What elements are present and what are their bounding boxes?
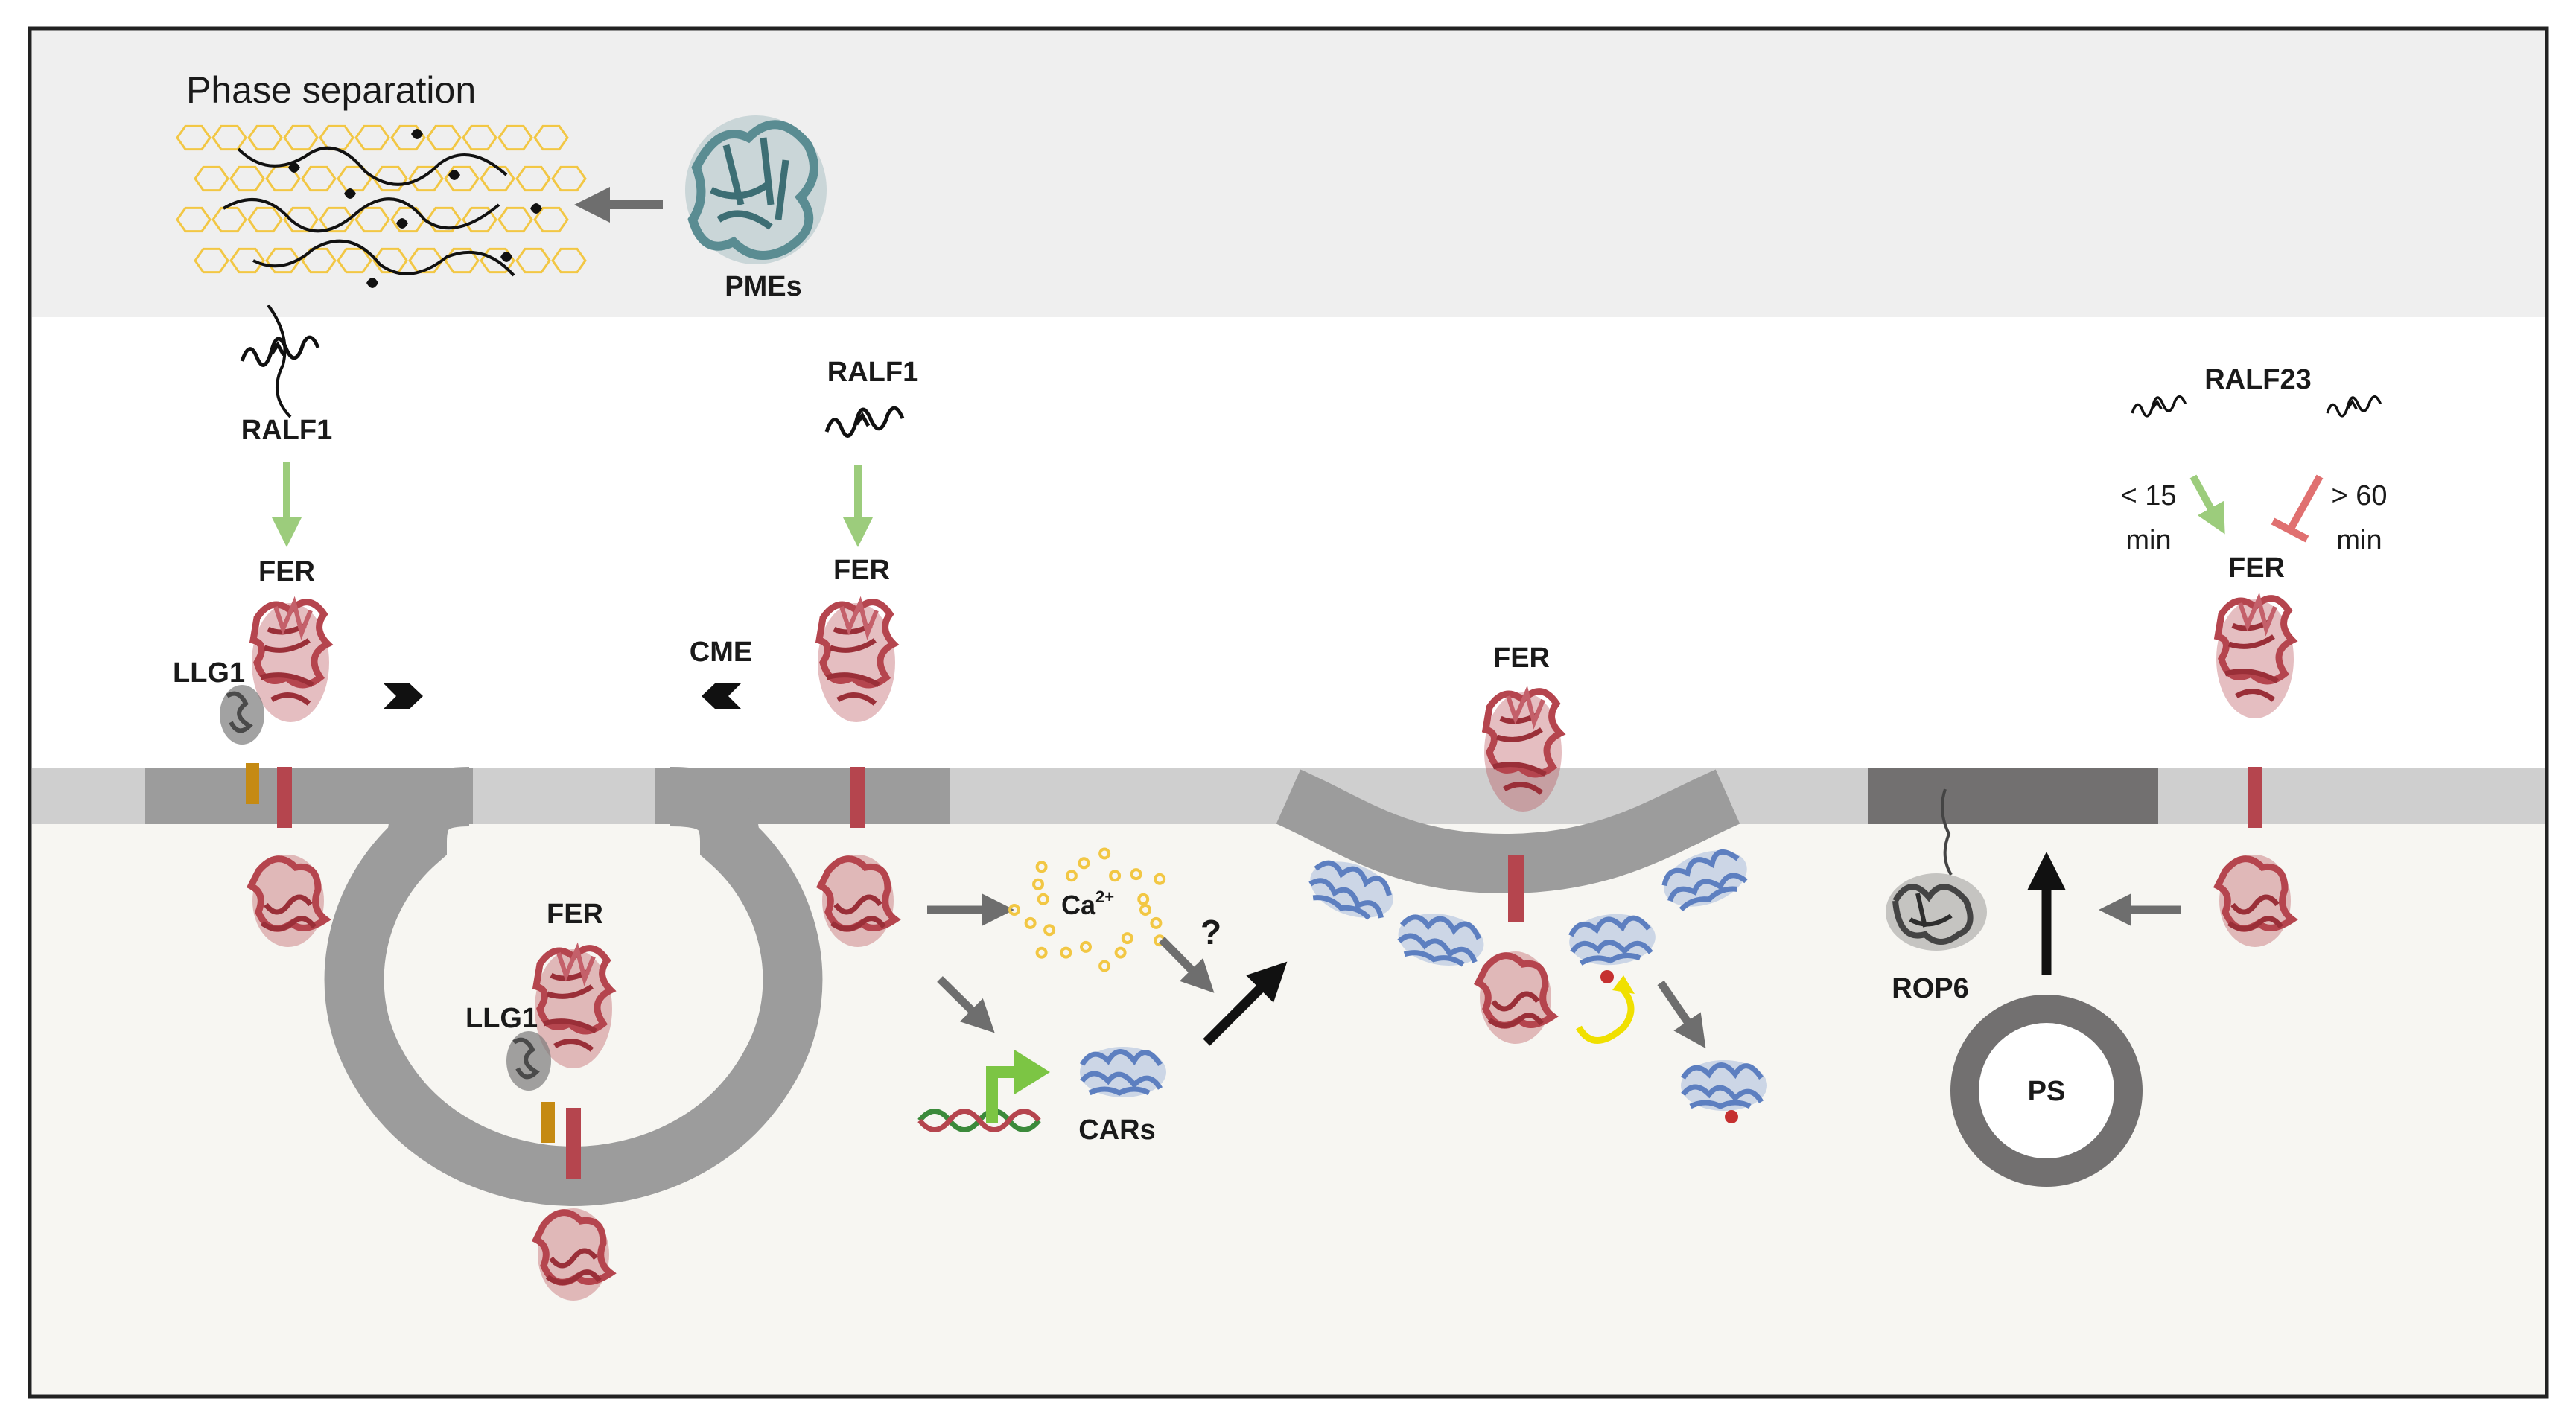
cars-to-membrane-arrow xyxy=(1203,961,1288,1046)
fer-label-4: FER xyxy=(1493,643,1550,674)
llg1-protein-2-icon xyxy=(506,1031,551,1091)
cme-chevron-right-icon xyxy=(384,683,423,709)
cme-label: CME xyxy=(690,637,752,668)
ralf23-inhibition-bar xyxy=(2271,517,2309,543)
calcium-to-membrane-arrow xyxy=(1159,937,1215,993)
fer-label-1: FER xyxy=(258,556,315,587)
rop6-tail xyxy=(1941,788,1953,876)
calcium-label: Ca2+ xyxy=(1061,887,1114,920)
lt15-line-1: < 15 xyxy=(2120,480,2176,511)
car-protein-cars-icon xyxy=(1080,1047,1166,1097)
calcium-bound-1 xyxy=(1600,970,1614,983)
calcium-ions-icon xyxy=(1008,847,1166,972)
fer-label-5: FER xyxy=(2228,552,2285,584)
rop6-label: ROP6 xyxy=(1892,973,1968,1004)
gt60-line-2: min xyxy=(2336,525,2382,556)
llg1-pit-label: LLG1 xyxy=(465,1003,538,1034)
llg1-anchor-2 xyxy=(541,1102,555,1143)
calcium-bound-2 xyxy=(1725,1110,1738,1123)
pectin-lattice-icon xyxy=(176,124,587,418)
cars-label: CARs xyxy=(1078,1115,1155,1146)
fer-to-transcription-arrow xyxy=(937,976,995,1033)
fer-tm-1 xyxy=(277,767,292,828)
promoter-arrow-icon xyxy=(986,1066,1019,1123)
membrane-invagination xyxy=(1276,769,1740,894)
fer-label-2: FER xyxy=(547,899,603,930)
pme-protein-icon xyxy=(685,115,827,264)
cme-chevron-left-icon xyxy=(702,683,741,709)
release-curve-arrowhead xyxy=(1612,975,1635,994)
nanodomain-ps xyxy=(1868,768,2158,824)
fer-label-3: FER xyxy=(833,555,890,586)
question-mark: ? xyxy=(1200,913,1221,951)
ralf23-label: RALF23 xyxy=(2204,364,2312,395)
fer-tm-5 xyxy=(2248,767,2262,828)
rop6-protein-icon xyxy=(1886,873,1987,951)
phase-separation-label: Phase separation xyxy=(186,69,476,111)
car-release-arrow xyxy=(1657,980,1706,1049)
fer-tm-2 xyxy=(566,1108,581,1179)
llg1-protein-1-icon xyxy=(220,685,264,745)
ps-vesicle-icon xyxy=(1950,995,2143,1187)
release-curve-arrow xyxy=(1576,988,1635,1044)
llg1-top-label: LLG1 xyxy=(173,657,245,689)
ralf1-mid-label: RALF1 xyxy=(827,357,918,388)
ralf23-activation-arrow xyxy=(2189,474,2225,535)
dna-strand-icon xyxy=(917,1109,1041,1132)
ps-label: PS xyxy=(2028,1076,2066,1107)
pmes-label: PMEs xyxy=(725,271,801,302)
llg1-anchor-1 xyxy=(246,763,259,804)
fer-tm-3 xyxy=(850,767,865,828)
fer-tm-4 xyxy=(1508,855,1524,922)
car-protein-released-icon xyxy=(1681,1060,1767,1111)
ralf1-left-label: RALF1 xyxy=(241,415,332,446)
gt60-line-1: > 60 xyxy=(2331,480,2387,511)
promoter-arrowhead-icon xyxy=(1014,1050,1050,1094)
lt15-line-2: min xyxy=(2125,525,2171,556)
ralf23-inhibition-line xyxy=(2286,474,2324,532)
